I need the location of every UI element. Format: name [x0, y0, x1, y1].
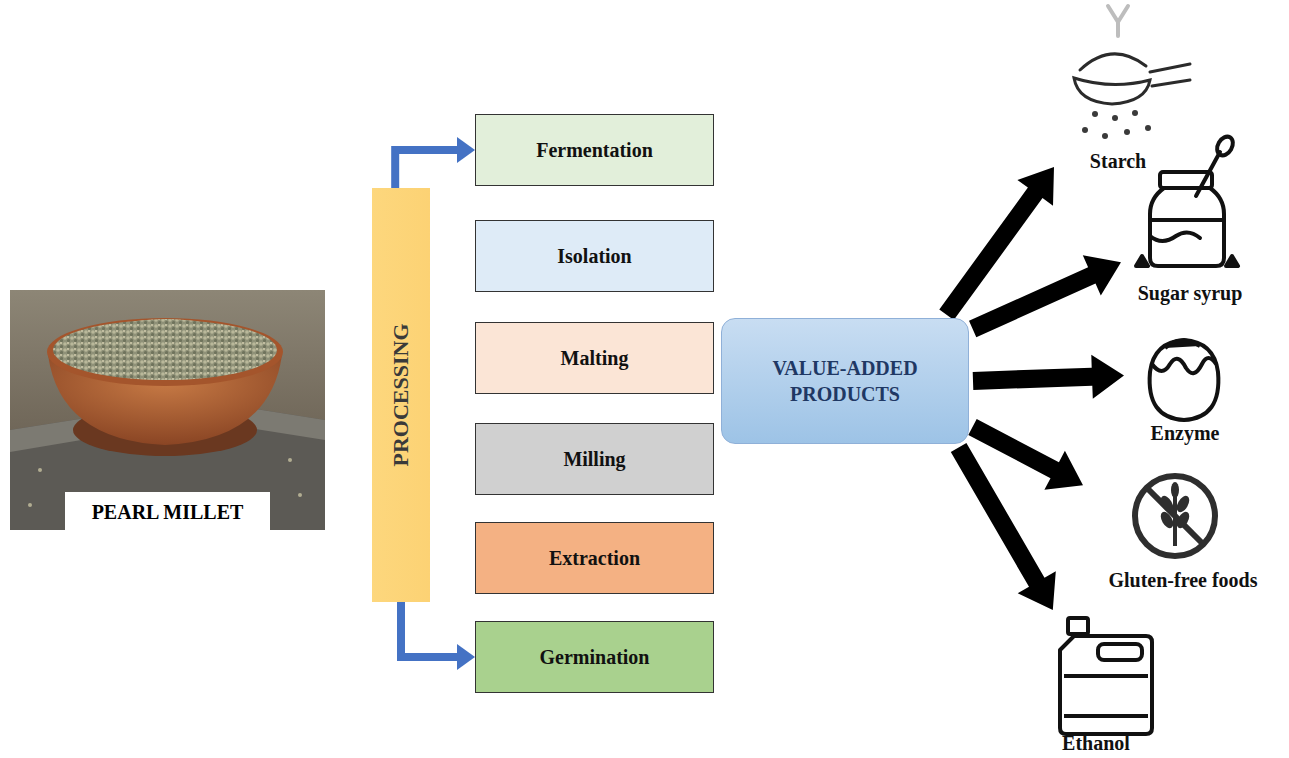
processing-bar: PROCESSING — [372, 188, 430, 602]
enzyme-icon — [1150, 340, 1219, 420]
connector-arrow — [401, 602, 475, 670]
product-item: Starch — [1054, 2, 1182, 172]
process-box: Isolation — [475, 220, 714, 292]
arrow-head — [457, 137, 475, 163]
node-text: Malting — [561, 347, 629, 370]
process-box: Milling — [475, 423, 714, 495]
block-arrow — [973, 355, 1124, 399]
node-text: PROCESSING — [388, 323, 414, 466]
node-text: Fermentation — [536, 139, 653, 162]
connector-arrow — [969, 255, 1121, 337]
connector-arrow — [951, 443, 1056, 610]
product-item: Enzyme — [1124, 330, 1246, 444]
node-text: Isolation — [557, 245, 631, 268]
node-text: Enzyme — [1124, 422, 1246, 444]
arrow-head — [457, 644, 475, 670]
jerrycan-icon — [1060, 618, 1152, 734]
starch-icon — [1074, 6, 1190, 139]
node-text: Extraction — [549, 547, 640, 570]
node-text: Germination — [540, 646, 650, 669]
node-text: Milling — [563, 448, 625, 471]
process-box: Germination — [475, 621, 714, 693]
connector-arrow — [395, 137, 475, 188]
gluten-free-icon — [1135, 476, 1215, 556]
process-box: Extraction — [475, 522, 714, 594]
process-box: Malting — [475, 322, 714, 394]
node-text: Gluten-free foods — [1083, 569, 1283, 591]
connector-arrow — [973, 355, 1124, 399]
node-text: PEARL MILLET — [92, 501, 244, 524]
connector-line — [401, 602, 459, 657]
node-text: VALUE-ADDED PRODUCTS — [722, 355, 968, 407]
product-item: Ethanol — [1036, 610, 1156, 754]
product-item: Sugar syrup — [1121, 130, 1259, 304]
product-item: Gluten-free foods — [1083, 465, 1283, 591]
process-box: Fermentation — [475, 114, 714, 186]
node-text: Sugar syrup — [1121, 282, 1259, 304]
syrup-jar-icon — [1136, 134, 1238, 266]
node-text: Ethanol — [1036, 732, 1156, 754]
block-arrow — [951, 443, 1056, 610]
block-arrow — [969, 255, 1121, 337]
node-text: Starch — [1054, 150, 1182, 172]
photo-label: PEARL MILLET — [65, 492, 270, 532]
connector-line — [395, 150, 459, 188]
hub-box: VALUE-ADDED PRODUCTS — [721, 318, 969, 444]
